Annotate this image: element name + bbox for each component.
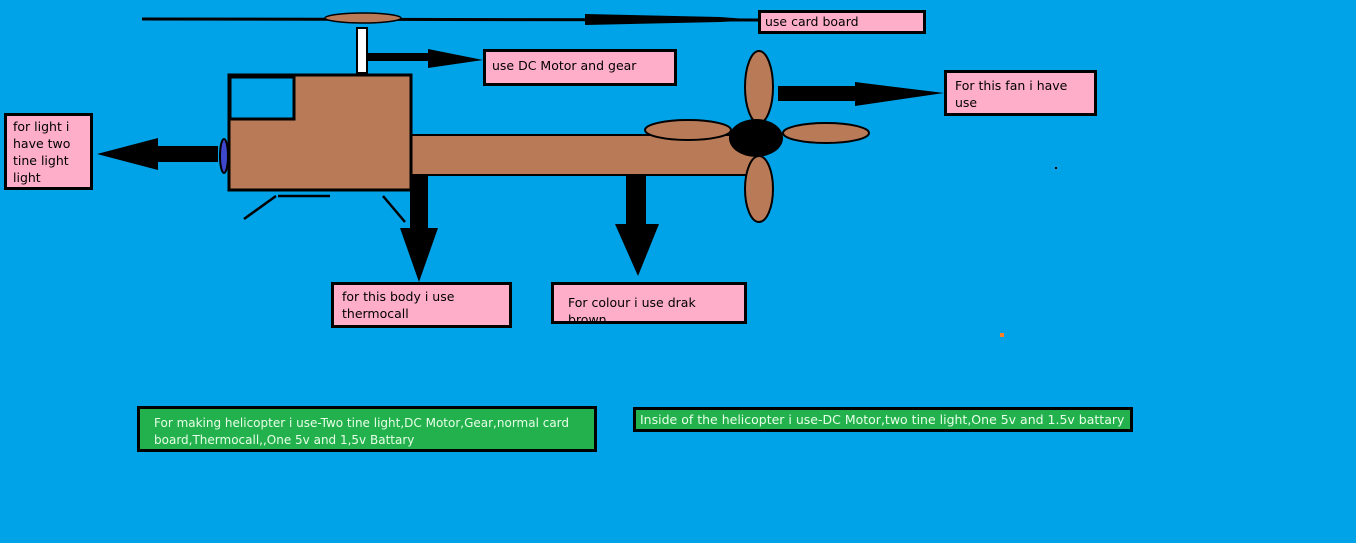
tail-boom [409, 134, 756, 176]
light-label: for light i have two tine light light [4, 113, 93, 190]
rotor-label: use card board [758, 10, 926, 34]
inside-note: Inside of the helicopter i use-DC Motor,… [633, 407, 1133, 432]
arrow-fan [778, 82, 944, 106]
colour-label: For colour i use drak brown [551, 282, 747, 324]
stray-mark [1000, 333, 1004, 337]
arrow-body [400, 176, 438, 282]
tail-fan [644, 50, 870, 223]
arrow-motor [368, 49, 483, 68]
materials-note: For making helicopter i use-Two tine lig… [137, 406, 597, 452]
arrow-colour [615, 176, 659, 276]
body-label: for this body i use thermocall [331, 282, 512, 328]
stray-mark [1055, 167, 1057, 169]
helicopter-body [227, 73, 413, 192]
landing-skids [243, 194, 406, 223]
fan-label: For this fan i have use normal card boar… [944, 70, 1097, 116]
rotor-mast [356, 27, 368, 74]
motor-label: use DC Motor and gear [483, 49, 677, 86]
main-rotor [141, 12, 761, 25]
front-light [219, 138, 229, 174]
arrow-light [97, 138, 218, 170]
